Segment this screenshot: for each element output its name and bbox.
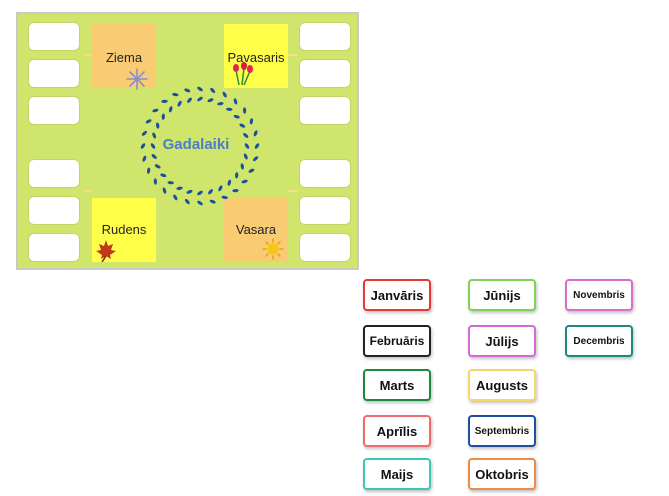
- season-spring-label: Pavasaris: [227, 50, 285, 65]
- leaf-wreath: [140, 86, 260, 206]
- drop-slot-summer-1[interactable]: [299, 159, 351, 188]
- wreath-leaf: [156, 122, 160, 129]
- wreath-leaf: [151, 154, 157, 159]
- wreath-leaf: [244, 143, 250, 149]
- month-card-maijs[interactable]: Maijs: [363, 458, 431, 490]
- season-summer-label: Vasara: [235, 222, 277, 237]
- connector-line: [288, 54, 298, 56]
- month-card-augusts[interactable]: Augusts: [468, 369, 536, 401]
- month-card-februaris[interactable]: Februāris: [363, 325, 431, 357]
- wreath-leaf: [150, 143, 156, 149]
- seasons-board: Ziema Pavasaris Rudens: [16, 12, 359, 270]
- drop-slot-winter-1[interactable]: [28, 22, 80, 51]
- drop-slot-autumn-3[interactable]: [28, 233, 80, 262]
- wreath-leaf: [239, 123, 246, 128]
- month-card-aprilis[interactable]: Aprīlis: [363, 415, 431, 447]
- drop-slot-spring-3[interactable]: [299, 96, 351, 125]
- drop-slot-summer-2[interactable]: [299, 196, 351, 225]
- wreath-leaf: [249, 118, 254, 125]
- wreath-leaf: [208, 189, 213, 195]
- wreath-leaf: [168, 106, 173, 113]
- wreath-leaf: [209, 199, 216, 204]
- wreath-leaf: [197, 96, 203, 102]
- drop-slot-spring-1[interactable]: [299, 22, 351, 51]
- connector-line: [84, 190, 92, 192]
- wreath-leaf: [140, 143, 146, 149]
- month-card-marts[interactable]: Marts: [363, 369, 431, 401]
- wreath-leaf: [153, 178, 158, 185]
- drop-slot-spring-2[interactable]: [299, 59, 351, 88]
- wreath-leaf: [172, 92, 179, 97]
- drop-slot-summer-3[interactable]: [299, 233, 351, 262]
- wreath-leaf: [145, 119, 152, 124]
- drop-slot-winter-2[interactable]: [28, 59, 80, 88]
- wreath-leaf: [197, 200, 203, 206]
- season-summer: Vasara: [224, 198, 288, 262]
- wreath-leaf: [142, 155, 147, 162]
- wreath-leaf: [161, 99, 168, 104]
- center-title: Gadalaiki: [162, 136, 230, 153]
- wreath-leaf: [154, 164, 161, 169]
- maple-leaf-icon: [94, 238, 118, 267]
- month-card-decembris[interactable]: Decembris: [565, 325, 633, 357]
- wreath-leaf: [160, 173, 167, 178]
- season-winter-label: Ziema: [105, 50, 143, 65]
- wreath-leaf: [197, 86, 203, 92]
- wreath-leaf: [252, 156, 259, 162]
- wreath-leaf: [141, 130, 148, 136]
- wreath-leaf: [161, 113, 165, 120]
- wreath-leaf: [173, 194, 178, 201]
- wreath-leaf: [235, 172, 239, 179]
- wreath-leaf: [162, 187, 167, 194]
- wreath-leaf: [221, 195, 228, 200]
- month-card-oktobris[interactable]: Oktobris: [468, 458, 536, 490]
- wreath-leaf: [152, 132, 157, 139]
- season-winter: Ziema: [92, 24, 156, 90]
- wreath-leaf: [177, 100, 182, 107]
- wreath-leaf: [242, 107, 247, 114]
- month-card-septembris[interactable]: Septembris: [468, 415, 536, 447]
- wreath-leaf: [184, 88, 191, 93]
- wreath-leaf: [186, 189, 193, 194]
- wreath-leaf: [254, 143, 260, 149]
- snowflake-icon: [126, 68, 148, 95]
- drop-slot-winter-3[interactable]: [28, 96, 80, 125]
- wreath-leaf: [217, 102, 224, 106]
- wreath-leaf: [146, 167, 151, 174]
- wreath-leaf: [226, 107, 233, 111]
- wreath-leaf: [243, 153, 248, 160]
- wreath-leaf: [248, 168, 255, 173]
- month-card-janvaris[interactable]: Janvāris: [363, 279, 431, 311]
- month-card-julijs[interactable]: Jūlijs: [468, 325, 536, 357]
- wreath-leaf: [176, 186, 183, 190]
- tulips-icon: [230, 60, 254, 91]
- season-autumn: Rudens: [92, 198, 156, 263]
- month-card-junijs[interactable]: Jūnijs: [468, 279, 536, 311]
- wreath-leaf: [152, 108, 159, 113]
- wreath-leaf: [210, 87, 216, 94]
- connector-line: [84, 54, 92, 56]
- drop-slot-autumn-2[interactable]: [28, 196, 80, 225]
- wreath-leaf: [227, 179, 232, 186]
- wreath-leaf: [207, 98, 214, 103]
- wreath-leaf: [233, 98, 238, 105]
- wreath-leaf: [241, 179, 248, 184]
- wreath-leaf: [233, 114, 240, 119]
- wreath-leaf: [218, 185, 223, 192]
- connector-line: [288, 190, 298, 192]
- wreath-leaf: [187, 97, 192, 103]
- wreath-leaf: [253, 130, 258, 137]
- wreath-leaf: [240, 163, 244, 170]
- drop-slot-autumn-1[interactable]: [28, 159, 80, 188]
- season-autumn-label: Rudens: [101, 222, 147, 237]
- month-card-novembris[interactable]: Novembris: [565, 279, 633, 311]
- sun-icon: [262, 238, 284, 265]
- season-spring: Pavasaris: [224, 24, 288, 88]
- wreath-leaf: [197, 190, 203, 196]
- wreath-leaf: [243, 133, 249, 138]
- wreath-leaf: [184, 198, 190, 205]
- wreath-leaf: [167, 181, 174, 185]
- wreath-leaf: [222, 91, 227, 98]
- wreath-leaf: [232, 188, 239, 193]
